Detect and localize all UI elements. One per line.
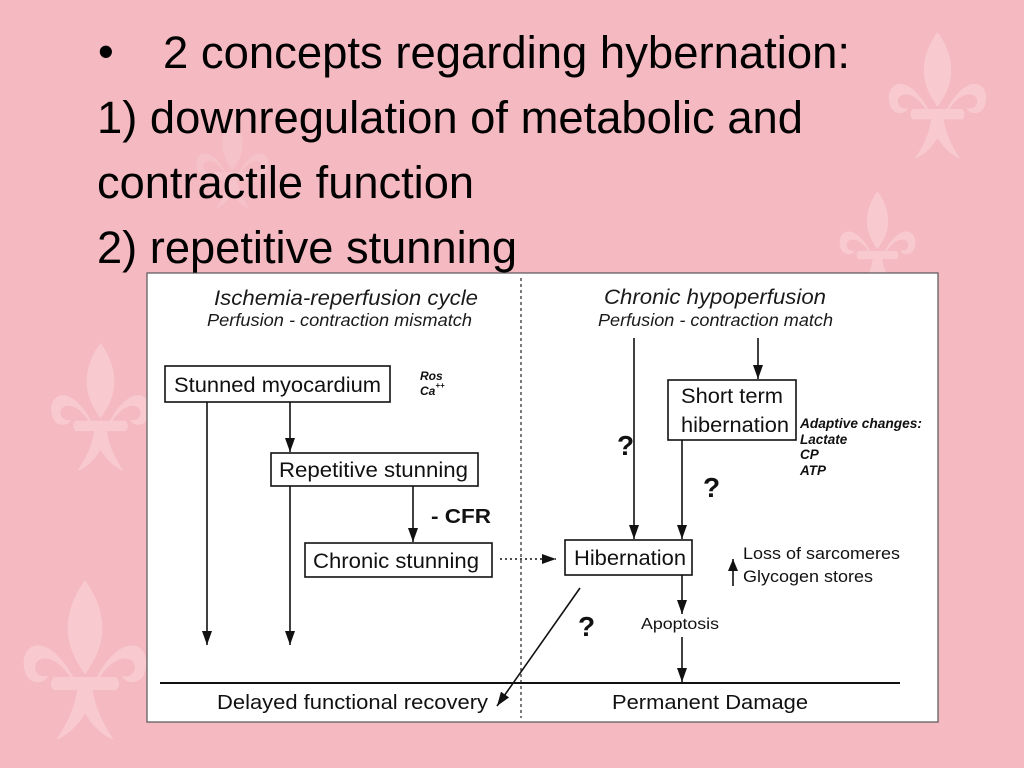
slide-line-concept-1a: 1) downregulation of metabolic and	[97, 92, 803, 143]
hibernation-node: Hibernation	[564, 539, 693, 576]
permanent-damage-label: Permanent Damage	[612, 692, 808, 714]
node-box	[667, 379, 797, 441]
chronic-stunning-label: Chronic stunning	[313, 550, 479, 573]
calcium-ion-label: Ca++	[420, 381, 445, 398]
short-term-hibernation-node: Short term hibernation	[667, 379, 797, 441]
question-mark: ?	[703, 472, 720, 503]
loss-of-sarcomeres-label: Loss of sarcomeres	[743, 544, 900, 563]
chronic-stunning-node: Chronic stunning	[304, 542, 493, 578]
fleur-de-lis-icon	[888, 32, 987, 159]
node-box	[304, 542, 493, 578]
left-column-subtitle: Perfusion - contraction mismatch	[207, 310, 472, 330]
bullet-icon: •	[98, 26, 114, 77]
delayed-functional-recovery-label: Delayed functional recovery	[217, 692, 488, 714]
arrow-hibernation-to-delayed-recovery	[496, 587, 581, 707]
node-box	[564, 539, 693, 576]
fleur-de-lis-icon	[51, 342, 150, 472]
mediators: Ros Ca++	[420, 369, 445, 398]
short-term-hibernation-label-line-1: Short term	[681, 385, 783, 408]
adaptive-change-item: CP	[800, 447, 820, 462]
glycogen-stores-label: Glycogen stores	[743, 567, 873, 586]
repetitive-stunning-node: Repetitive stunning	[270, 452, 479, 487]
short-term-hibernation-label-line-2: hibernation	[681, 414, 789, 437]
apoptosis-label: Apoptosis	[641, 616, 719, 633]
right-column-header: Chronic hypoperfusion Perfusion - contra…	[598, 286, 833, 330]
adaptive-change-item: ATP	[799, 463, 827, 478]
figure-background	[146, 272, 939, 723]
ros-label: Ros	[420, 369, 443, 383]
diagram-figure: Ischemia-reperfusion cycle Perfusion - c…	[146, 272, 939, 723]
fleur-de-lis-icon	[23, 580, 147, 740]
adaptive-changes-heading: Adaptive changes:	[799, 416, 922, 431]
question-mark: ?	[578, 611, 595, 642]
stunned-myocardium-label: Stunned myocardium	[174, 374, 381, 397]
slide-line-concept-1b: contractile function	[97, 157, 474, 208]
left-column-title: Ischemia-reperfusion cycle	[214, 287, 478, 310]
question-mark: ?	[617, 430, 634, 461]
calcium-charge-superscript: ++	[435, 381, 445, 390]
node-box	[270, 452, 479, 487]
node-box	[164, 365, 391, 403]
repetitive-stunning-label: Repetitive stunning	[279, 459, 468, 482]
adaptive-change-item: Lactate	[800, 432, 848, 447]
stunned-myocardium-node: Stunned myocardium	[164, 365, 391, 403]
slide-line-concept-2: 2) repetitive stunning	[97, 222, 517, 273]
hibernation-changes: Loss of sarcomeres Glycogen stores	[728, 544, 900, 586]
adaptive-changes: Adaptive changes: Lactate CP ATP	[799, 416, 922, 478]
hibernation-label: Hibernation	[574, 547, 686, 570]
arrows	[202, 338, 763, 707]
left-column-header: Ischemia-reperfusion cycle Perfusion - c…	[207, 287, 478, 330]
calcium-label: Ca	[420, 384, 436, 398]
slide-text: • 2 concepts regarding hybernation: 1) d…	[97, 26, 850, 273]
right-column-title: Chronic hypoperfusion	[604, 286, 826, 309]
right-column-subtitle: Perfusion - contraction match	[598, 310, 833, 330]
slide-line-heading: 2 concepts regarding hybernation:	[163, 27, 850, 78]
cfr-label: - CFR	[431, 506, 492, 528]
